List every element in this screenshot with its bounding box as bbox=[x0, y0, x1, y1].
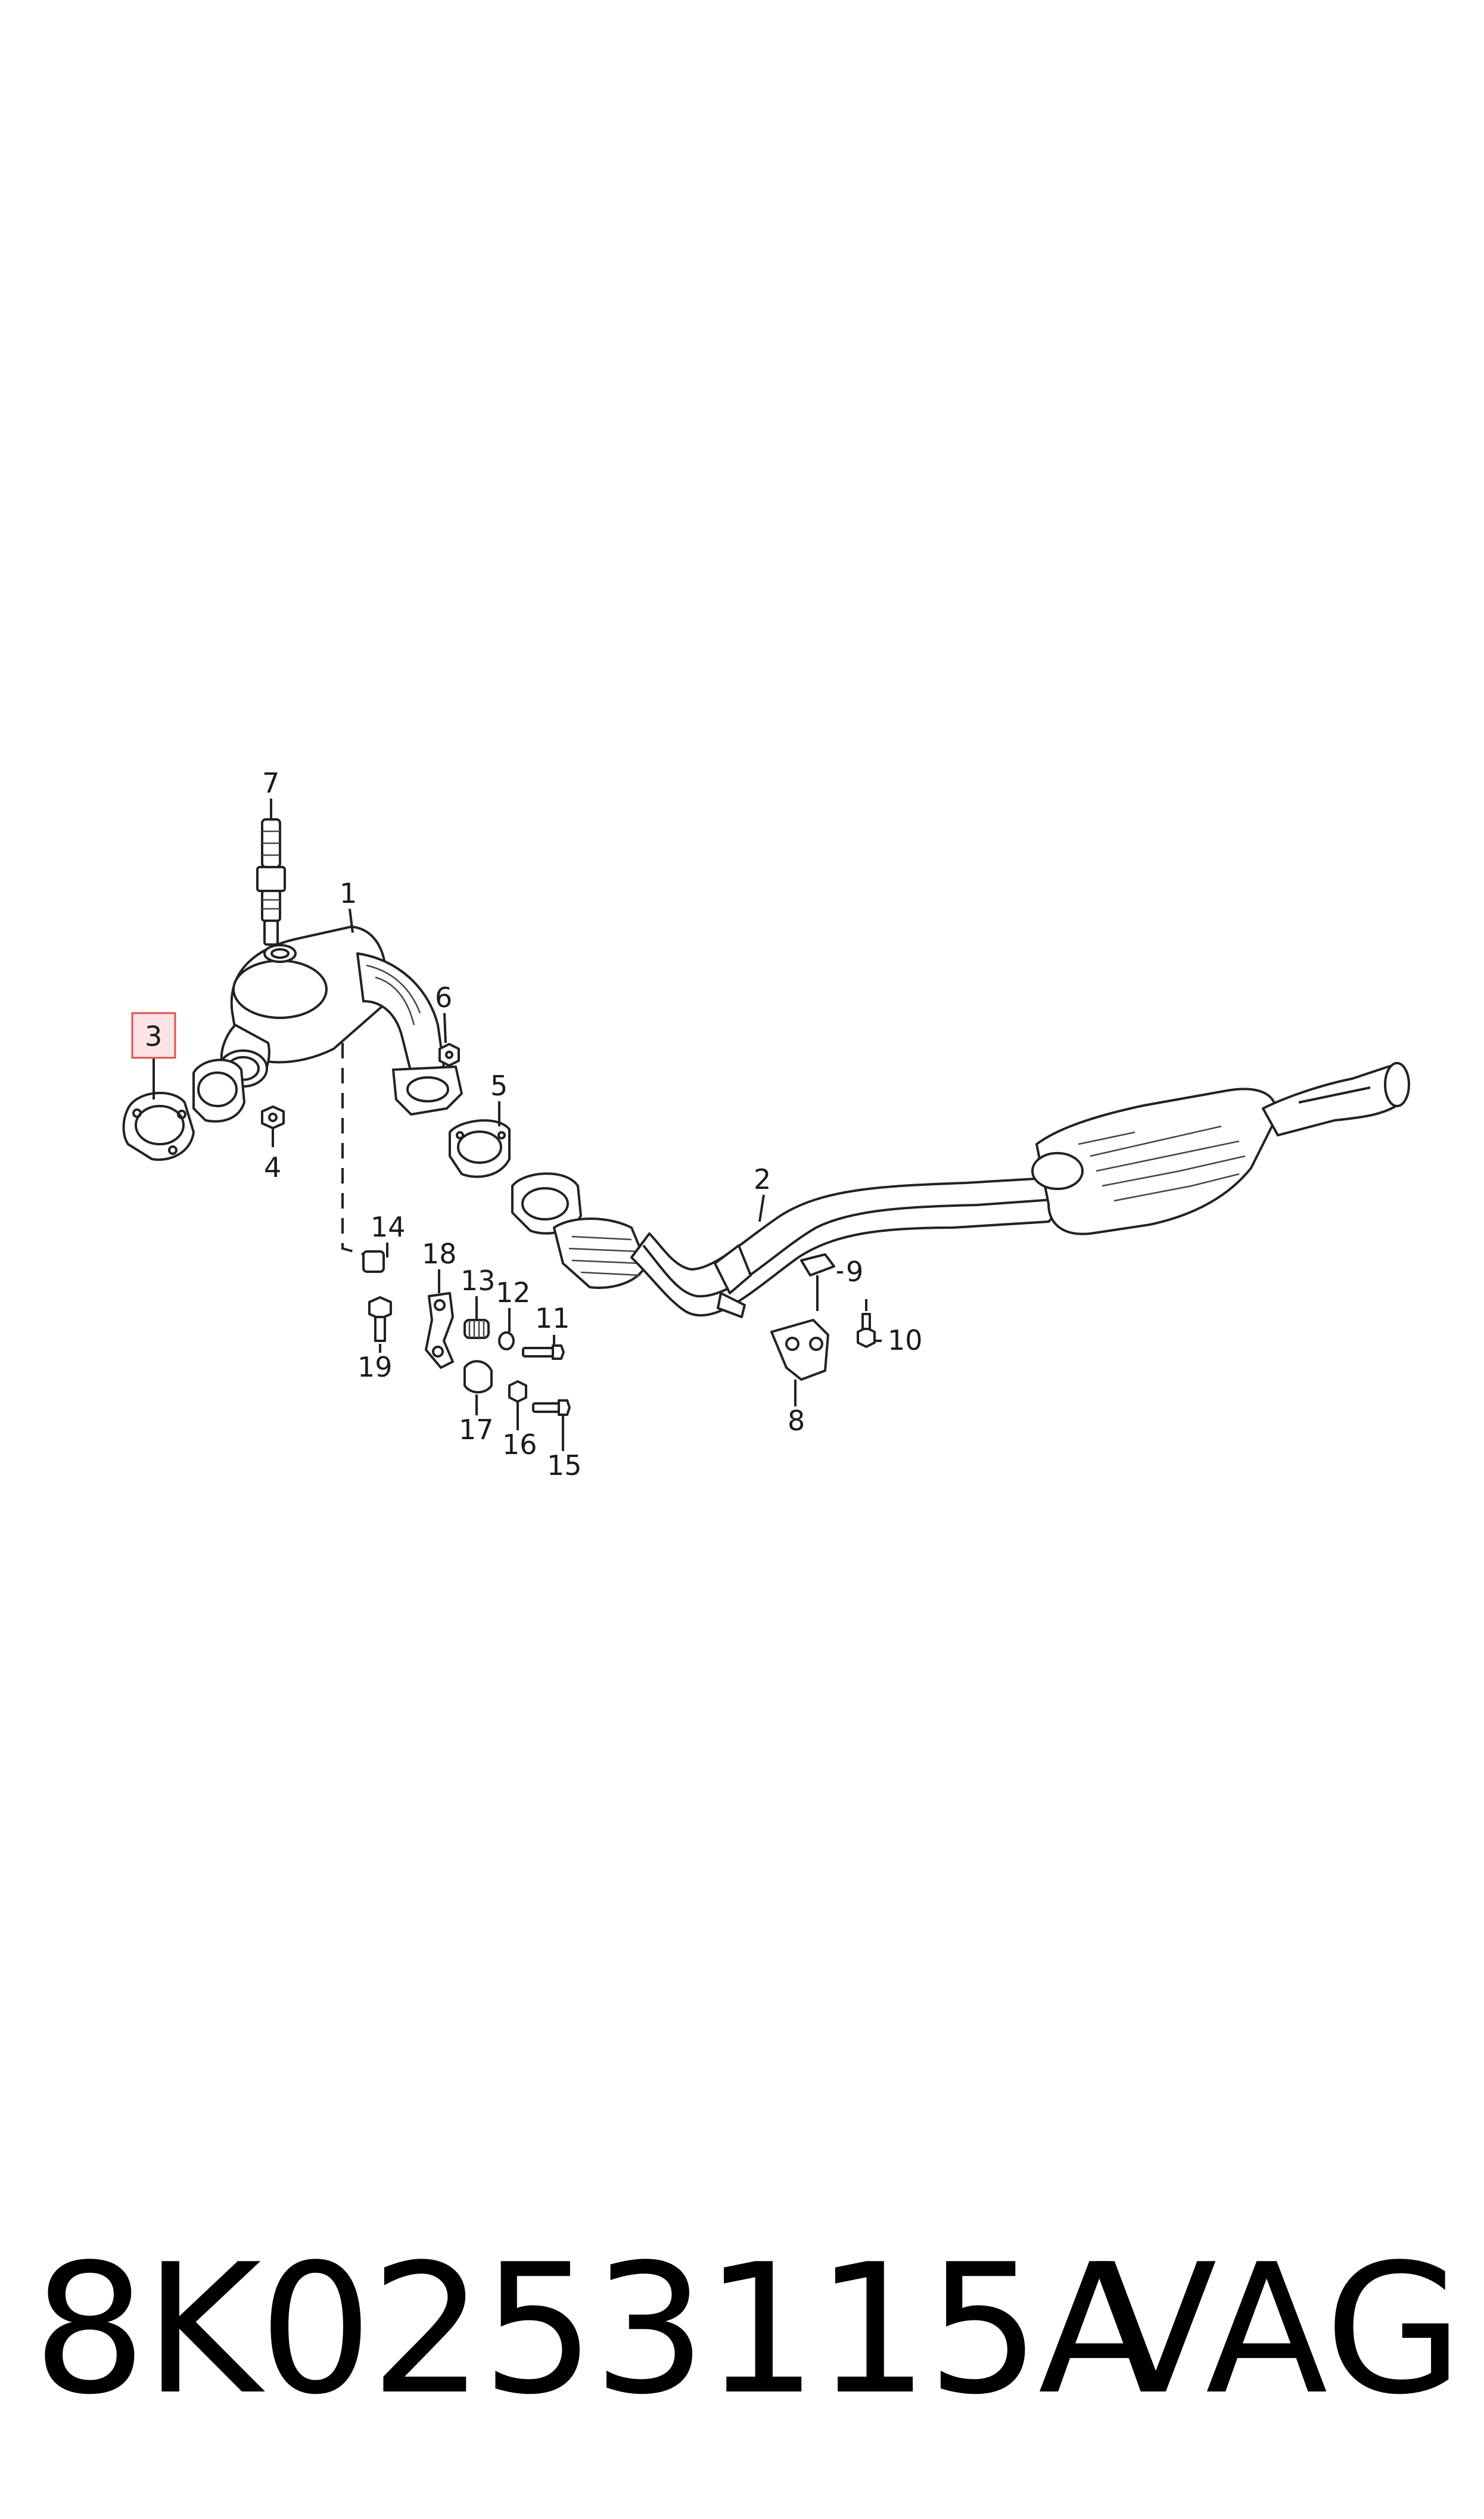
callout-19[interactable]: 19 bbox=[357, 1351, 393, 1383]
part-number: 8K0253115A bbox=[33, 2226, 1161, 2434]
bushing-17 bbox=[463, 1360, 493, 1394]
bracket-9 bbox=[800, 1253, 835, 1311]
callout-17[interactable]: 17 bbox=[459, 1414, 494, 1446]
callout-labels: 7 1 6 3 5 4 2 14 18 9 13 12 11 10 19 8 1… bbox=[145, 767, 923, 1481]
nut-16 bbox=[508, 1380, 527, 1403]
callout-15[interactable]: 15 bbox=[547, 1449, 582, 1481]
callout-4[interactable]: 4 bbox=[264, 1151, 281, 1184]
callout-18[interactable]: 18 bbox=[422, 1238, 457, 1270]
callout-1[interactable]: 1 bbox=[340, 877, 357, 909]
exhaust-pipe-2 bbox=[511, 1062, 1410, 1318]
rubber-mount-8 bbox=[770, 1319, 829, 1403]
hardware-group bbox=[362, 1250, 571, 1416]
callout-3-highlight bbox=[131, 1012, 176, 1059]
nut-4 bbox=[261, 1105, 285, 1147]
callout-7[interactable]: 7 bbox=[262, 767, 279, 799]
callout-6[interactable]: 6 bbox=[435, 981, 452, 1014]
bolt-10 bbox=[857, 1299, 876, 1348]
gasket-5 bbox=[449, 1119, 511, 1178]
bolt-15 bbox=[532, 1399, 571, 1416]
callout-14[interactable]: 14 bbox=[371, 1211, 406, 1243]
gasket-3 bbox=[122, 1058, 245, 1161]
callout-16[interactable]: 16 bbox=[502, 1428, 537, 1461]
callout-5[interactable]: 5 bbox=[490, 1070, 508, 1102]
catalytic-converter-front bbox=[218, 925, 463, 1116]
bolt-19 bbox=[368, 1296, 392, 1342]
washer-12 bbox=[498, 1331, 515, 1350]
callout-3[interactable]: 3 bbox=[145, 1020, 162, 1052]
nut-6 bbox=[438, 1043, 460, 1067]
callout-8[interactable]: 8 bbox=[788, 1405, 805, 1437]
callout-9[interactable]: 9 bbox=[846, 1256, 863, 1288]
callout-12[interactable]: 12 bbox=[496, 1276, 531, 1309]
lambda-sensor bbox=[256, 799, 286, 946]
bolt-11 bbox=[522, 1344, 565, 1360]
callout-10[interactable]: 10 bbox=[888, 1324, 923, 1356]
brand-name: VAG bbox=[1094, 2226, 1463, 2434]
callout-13[interactable]: 13 bbox=[461, 1265, 496, 1297]
callout-2[interactable]: 2 bbox=[754, 1163, 771, 1195]
callout-11[interactable]: 11 bbox=[535, 1302, 570, 1334]
sleeve-14 bbox=[362, 1250, 385, 1273]
leader-lines bbox=[153, 908, 882, 1451]
spring-13 bbox=[463, 1319, 490, 1339]
